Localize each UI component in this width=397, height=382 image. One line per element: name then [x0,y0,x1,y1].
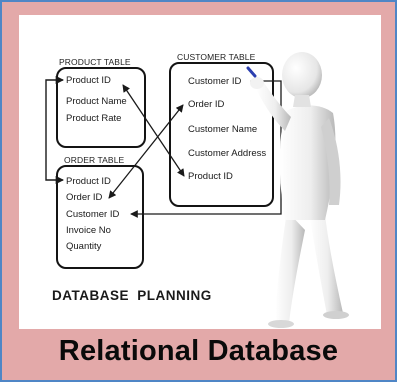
figure-head [282,52,322,98]
caption-title: Relational Database [58,335,339,367]
product-table-field-product-rate: Product Rate [66,113,122,124]
product-table-title: PRODUCT TABLE [59,57,131,67]
customer-table-title: CUSTOMER TABLE [177,52,256,62]
product-table-field-product-id: Product ID [66,75,111,86]
product-table-field-product-name: Product Name [66,96,127,107]
order-table-field-product-id: Product ID [66,176,111,187]
connector-product-id-cross [122,84,185,177]
relationship-diagram-svg [45,52,349,328]
order-table-field-invoice-no: Invoice No [66,225,111,236]
database-planning-label: DATABASE PLANNING [52,288,212,303]
order-table-field-order-id: Order ID [66,192,103,203]
order-table-field-customer-id: Customer ID [66,209,120,220]
order-table-title: ORDER TABLE [64,155,125,165]
connector-product-id-left [45,75,65,185]
figure-person [246,52,349,328]
connector-customer-id [130,77,282,218]
pen [246,66,257,78]
diagram-panel: PRODUCT TABLE Product ID Product Name Pr… [19,15,381,329]
order-table-field-quantity: Quantity [66,241,102,252]
